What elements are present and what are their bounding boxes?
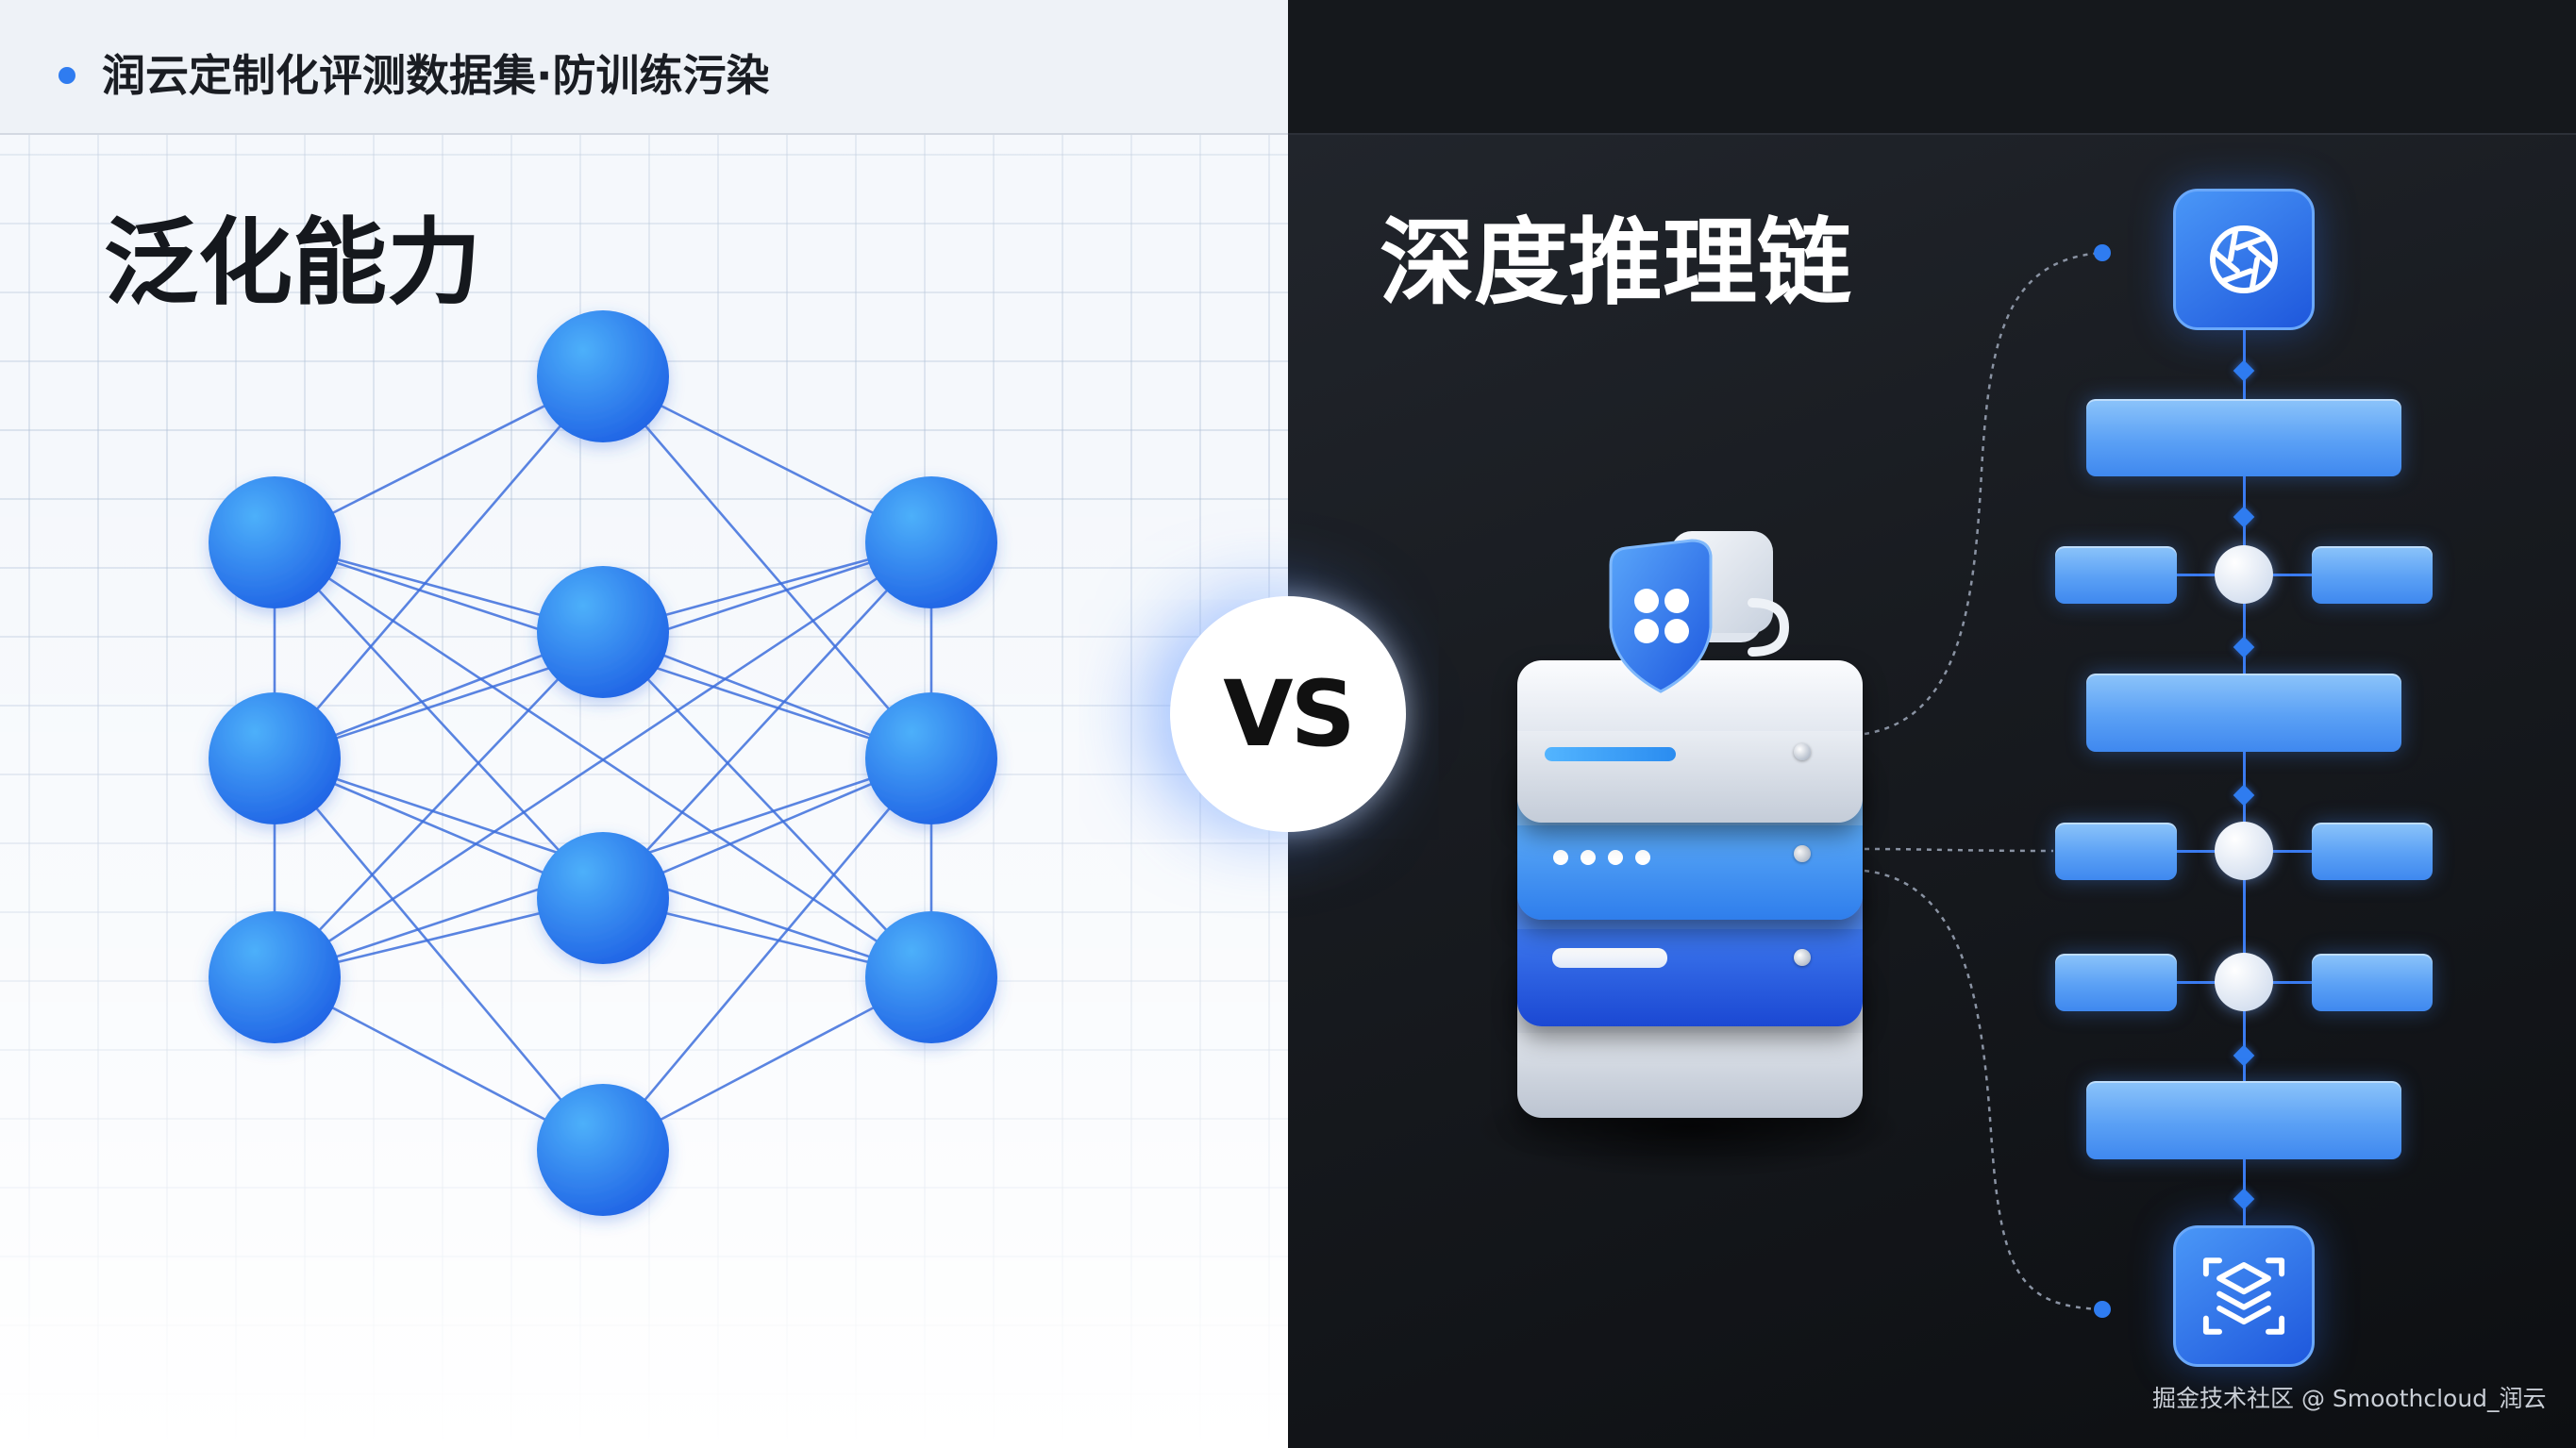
watermark: 掘金技术社区 @ Smoothcloud_润云 [2152,1385,2547,1412]
flow-step-wide [2086,1081,2401,1159]
layer-front-face [1517,1033,1863,1118]
white-slot-bar [1552,948,1667,968]
server-layer-top [1517,660,1863,823]
status-led [1581,850,1596,865]
network-nodes [209,310,997,1216]
network-edge [602,541,932,899]
flow-step-wide [2086,674,2401,752]
right-panel-title: 深度推理链 [1380,208,1851,318]
flow-junction [2215,953,2273,1011]
header-bar-left [0,0,1288,135]
status-led [1635,850,1650,865]
vs-badge: VS [1170,596,1406,832]
flow-start-node [2173,189,2315,330]
flow-junction [2215,545,2273,604]
header-title: 润云定制化评测数据集·防训练污染 [102,50,770,101]
left-panel-title: 泛化能力 [104,208,481,318]
network-node [209,476,341,608]
network-node [537,310,669,442]
network-edge [274,541,604,899]
network-node [865,911,997,1043]
flow-end-node [2173,1225,2315,1367]
network-edge [602,757,932,1151]
flow-branch-right [2312,954,2433,1011]
blue-slot-bar [1545,747,1676,761]
network-edge [602,631,932,978]
flow-branch-left [2055,546,2177,604]
vs-label: VS [1223,661,1355,767]
flow-branch-left [2055,954,2177,1011]
network-node [537,1084,669,1216]
layer-front-face [1517,731,1863,823]
flow-branch-right [2312,546,2433,604]
network-edges [273,374,933,1152]
shield-icon [1609,531,1790,693]
layered-cube-icon [2202,1257,2285,1335]
layer-front-face [1517,825,1863,920]
layer-knob [1794,949,1811,966]
network-edge [274,541,932,979]
layer-knob [1794,743,1811,760]
network-node [537,832,669,964]
aperture-icon [2210,225,2278,293]
network-node [209,911,341,1043]
bullet-dot-icon [59,67,75,84]
network-edge [274,375,604,759]
layer-front-face [1517,929,1863,1026]
flow-branch-right [2312,823,2433,880]
network-node [537,566,669,698]
flow-junction [2215,822,2273,880]
network-node [209,692,341,824]
flow-step-wide [2086,399,2401,476]
network-node [865,476,997,608]
network-node [865,692,997,824]
layer-knob [1794,845,1811,862]
status-led [1553,850,1568,865]
network-edge [274,631,604,978]
network-edge [274,757,604,1151]
status-led [1608,850,1623,865]
header-bar-right [1288,0,2576,135]
flow-spine [2243,330,2246,1226]
network-diagram [209,310,997,1216]
flow-branch-left [2055,823,2177,880]
network-edge [602,375,932,759]
